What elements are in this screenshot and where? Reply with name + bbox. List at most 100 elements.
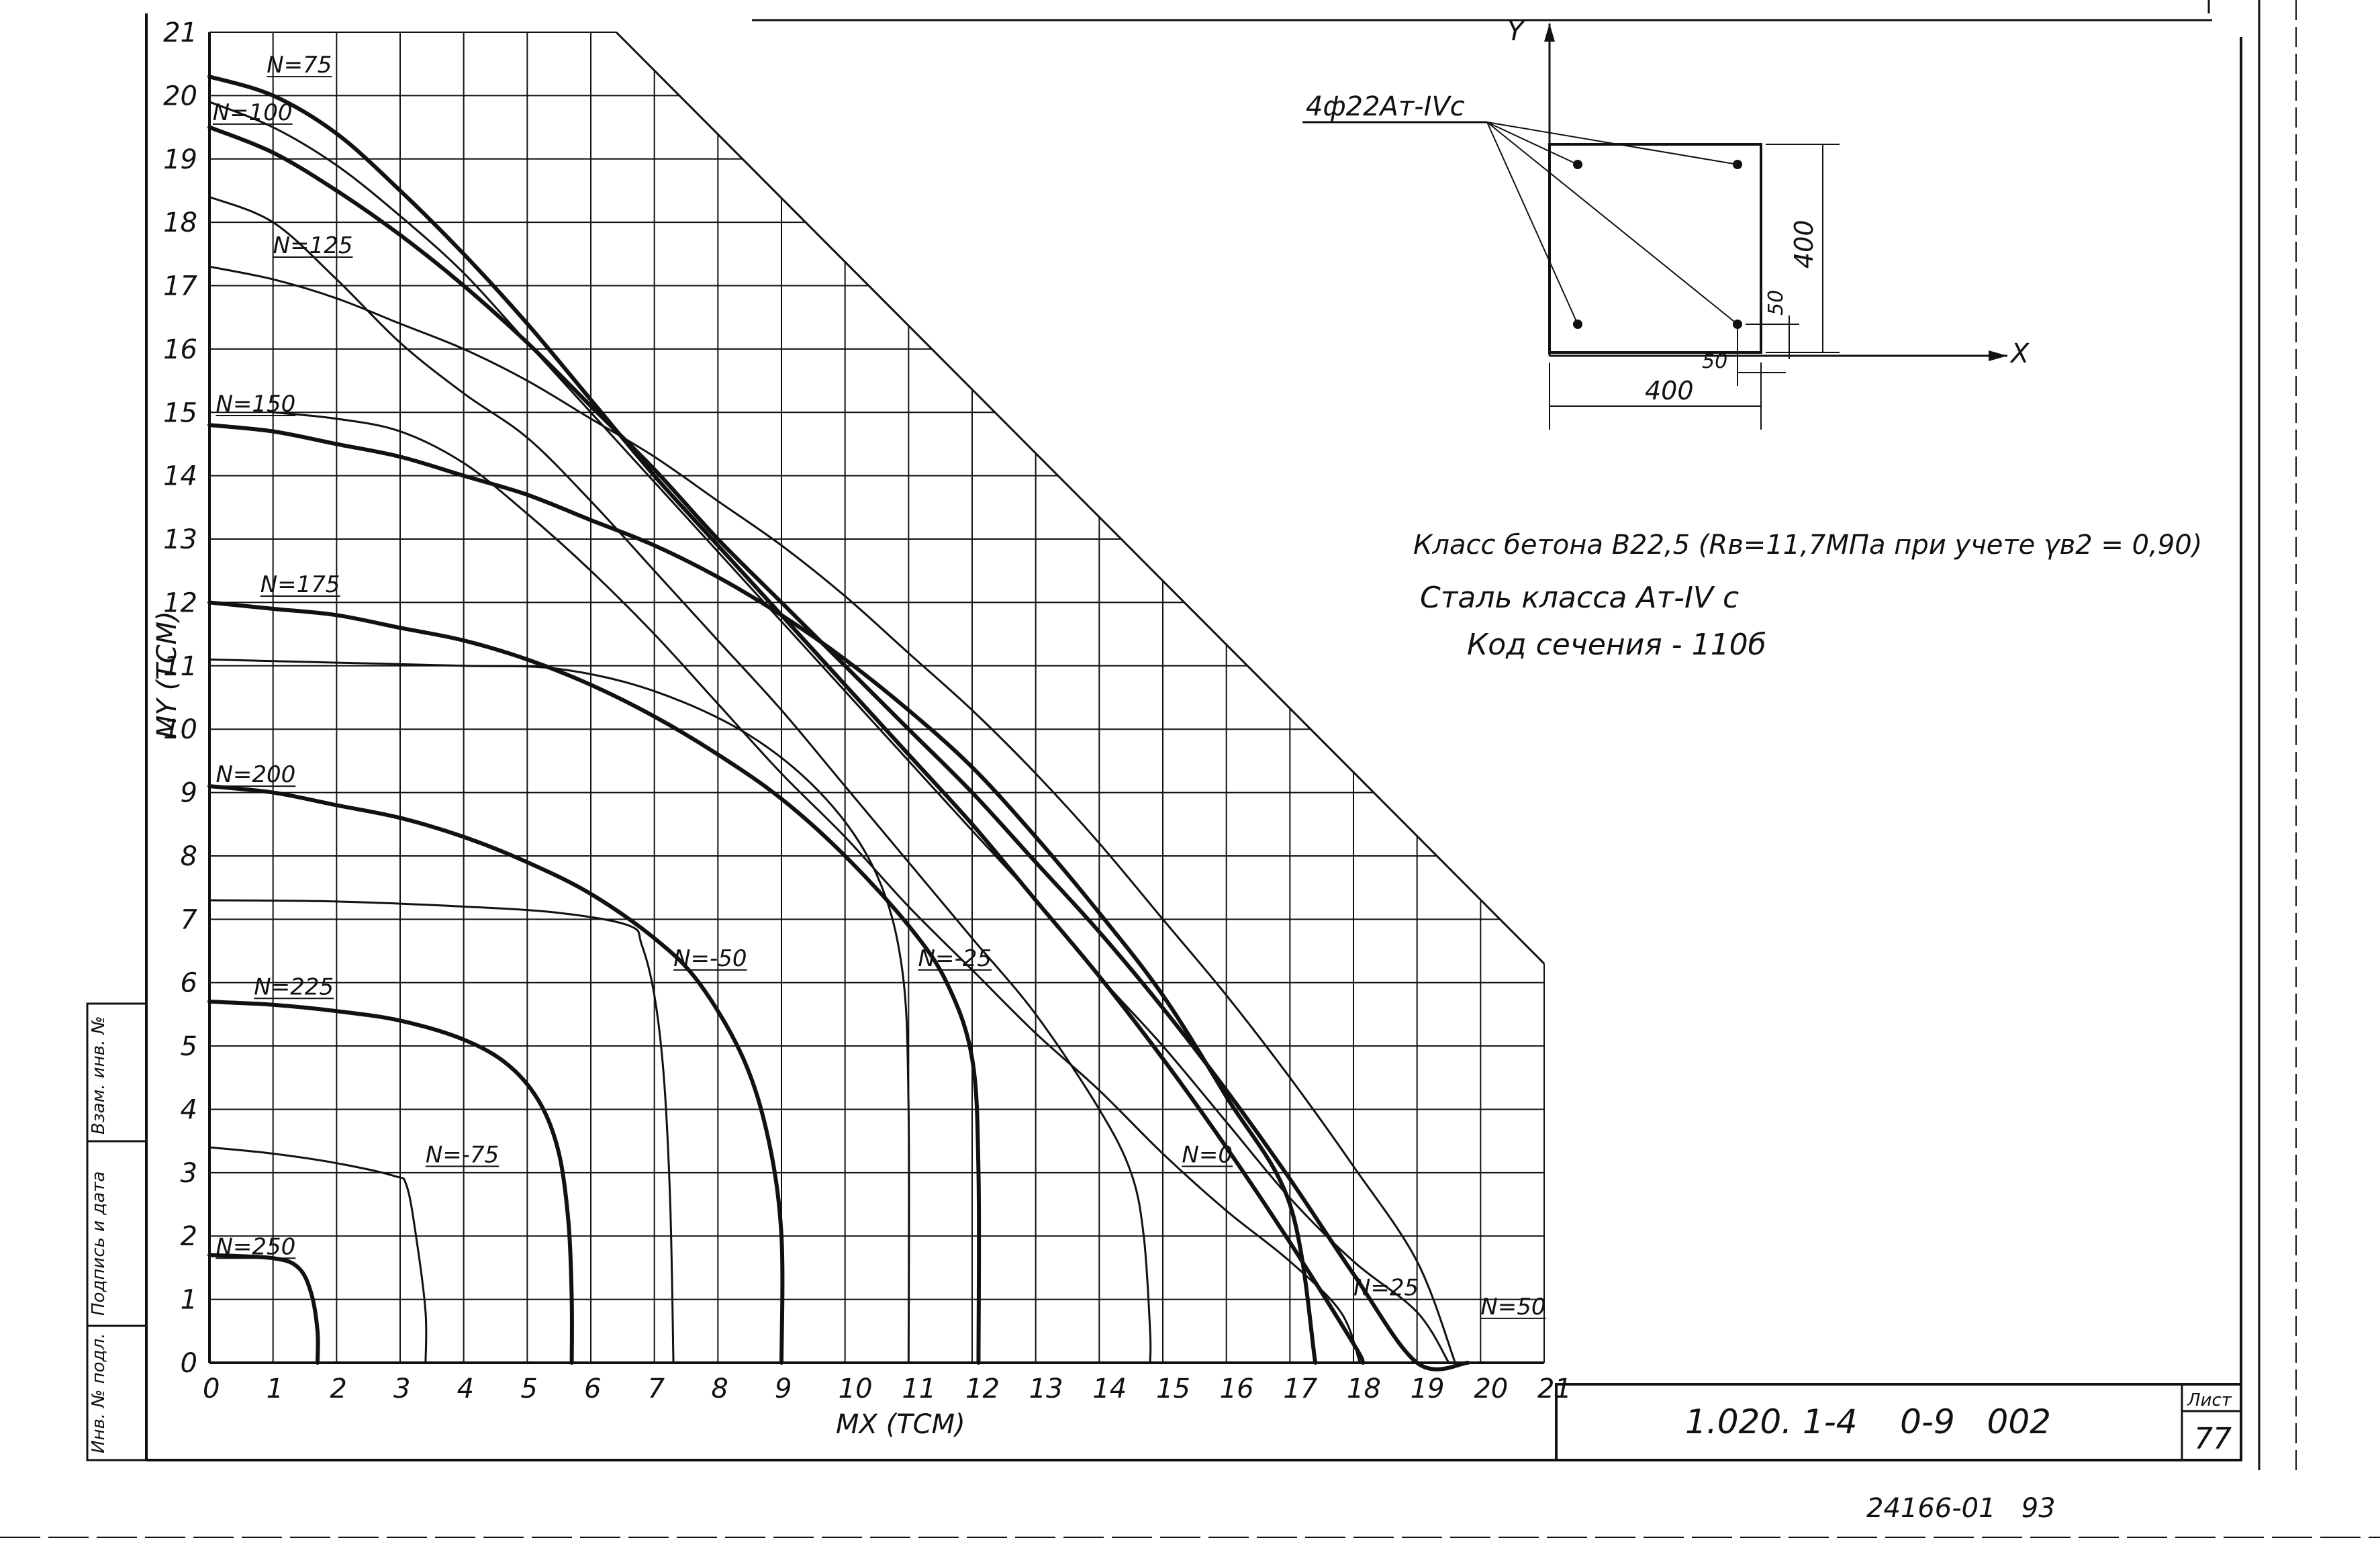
series-curve — [207, 600, 982, 1365]
side-stamp-cell3: Взам. инв. № — [89, 1016, 109, 1135]
x-tick-label: 13 — [1029, 1374, 1063, 1404]
section-diagram: Y X 4ф22Ат-IVс 400 400 — [1302, 16, 2030, 430]
series-label: N=-75 — [426, 1141, 499, 1168]
series-curve — [208, 658, 910, 1364]
bottom-code: 24166-01 93 — [1866, 1493, 2056, 1524]
y-tick-label: 7 — [181, 904, 198, 935]
chart-grid — [208, 32, 1545, 1364]
series-curve — [207, 1000, 574, 1365]
x-tick-label: 17 — [1283, 1374, 1317, 1404]
x-tick-label: 5 — [520, 1374, 537, 1404]
dim-width: 400 — [1645, 376, 1694, 405]
x-tick-label: 6 — [584, 1374, 601, 1404]
series-label: N=0 — [1182, 1141, 1233, 1168]
series-label: N=175 — [260, 571, 340, 598]
y-tick-label: 9 — [181, 778, 197, 809]
x-tick-label: 10 — [839, 1374, 873, 1404]
series-curve — [207, 784, 785, 1365]
series-labels: N=75N=100N=125N=150N=175N=200N=225N=250N… — [212, 52, 1546, 1320]
dim-cover-y: 50 — [1764, 290, 1788, 316]
x-tick-label: 11 — [902, 1374, 936, 1404]
y-tick-label: 13 — [163, 524, 197, 555]
sheet-number: 77 — [2194, 1422, 2232, 1456]
section-outline — [1548, 143, 1762, 354]
series-label: N=25 — [1353, 1275, 1419, 1302]
y-tick-label: 0 — [181, 1348, 197, 1379]
series-curve — [207, 423, 1318, 1365]
y-tick-label: 1 — [181, 1285, 197, 1316]
x-tick-label: 7 — [648, 1374, 665, 1404]
series-curve — [208, 101, 1450, 1364]
series-curve — [207, 1253, 320, 1365]
x-tick-label: 20 — [1474, 1374, 1508, 1404]
series-curve — [208, 265, 1456, 1364]
y-tick-label: 19 — [163, 144, 197, 175]
series-curve — [207, 125, 1470, 1371]
x-tick-label: 0 — [203, 1374, 220, 1404]
y-tick-label: 3 — [181, 1158, 197, 1189]
x-tick-label: 12 — [965, 1374, 1000, 1404]
axis-y-label: Y — [1507, 16, 1526, 47]
series-label: N=100 — [213, 99, 293, 126]
series-label: N=125 — [273, 232, 353, 259]
note-concrete-class: Класс бетона В22,5 (Rв=11,7МПа при учете… — [1413, 530, 2202, 561]
series-label: N=150 — [216, 391, 295, 418]
x-tick-label: 8 — [711, 1374, 728, 1404]
x-tick-label: 21 — [1537, 1374, 1572, 1404]
y-tick-label: 8 — [181, 841, 197, 872]
series-label: N=200 — [216, 761, 295, 788]
series-label: N=50 — [1480, 1294, 1545, 1320]
x-tick-label: 18 — [1347, 1374, 1381, 1404]
chart-series — [207, 75, 1470, 1371]
y-tick-label: 15 — [163, 397, 197, 428]
rebar-label: 4ф22Ат-IVс — [1306, 91, 1465, 122]
series-curve — [272, 411, 1361, 1364]
y-tick-label: 12 — [163, 587, 197, 618]
series-curve — [208, 1146, 428, 1364]
y-tick-label: 6 — [181, 968, 197, 999]
y-tick-label: 5 — [181, 1031, 197, 1062]
x-tick-label: 14 — [1092, 1374, 1127, 1404]
y-tick-label: 14 — [163, 461, 197, 492]
y-tick-label: 11 — [163, 651, 197, 682]
sheet-label: Лист — [2187, 1390, 2232, 1410]
axis-x-label: X — [2009, 338, 2030, 369]
x-tick-label: 2 — [330, 1374, 346, 1404]
rebar-leader-lines — [1486, 122, 1738, 325]
side-stamp-cell2: Подпись и дата — [89, 1171, 109, 1316]
series-label: N=-25 — [918, 945, 992, 972]
y-tick-label: 16 — [163, 334, 197, 365]
y-tick-label: 2 — [181, 1221, 197, 1252]
y-tick-label: 4 — [181, 1094, 197, 1125]
y-tick-label: 21 — [163, 17, 197, 48]
title-block: 1.020. 1-4 0-9 002 Лист 77 24166-01 93 — [1555, 1383, 2242, 1524]
dim-height: 400 — [1789, 220, 1819, 269]
x-tick-label: 16 — [1220, 1374, 1254, 1404]
side-stamp-cell1: Инв. № подл. — [89, 1333, 109, 1453]
series-label: N=250 — [216, 1233, 295, 1260]
y-tick-label: 20 — [163, 81, 197, 111]
dim-cover-x: 50 — [1702, 350, 1727, 373]
side-stamp: Инв. № подл. Подпись и дата Взам. инв. № — [86, 1002, 148, 1461]
note-steel-class: Сталь класса Ат-IV с — [1420, 581, 1739, 615]
series-label: N=-50 — [673, 945, 747, 972]
chart-boundary-line — [615, 31, 1545, 965]
x-tick-label: 3 — [393, 1374, 410, 1404]
note-section-code: Код сечения - 110б — [1467, 628, 1766, 662]
x-tick-label: 19 — [1411, 1374, 1445, 1404]
y-axis-label: MY (ТСМ) — [152, 611, 183, 738]
series-label: N=75 — [267, 52, 332, 79]
doc-code: 1.020. 1-4 0-9 002 — [1685, 1402, 2051, 1441]
x-tick-label: 4 — [457, 1374, 474, 1404]
y-tick-label: 17 — [163, 271, 197, 302]
series-curve — [208, 899, 675, 1364]
series-label: N=225 — [254, 973, 334, 1000]
x-axis-label: MX (ТСМ) — [836, 1409, 965, 1440]
x-tick-label: 15 — [1156, 1374, 1190, 1404]
x-tick-label: 1 — [267, 1374, 283, 1404]
